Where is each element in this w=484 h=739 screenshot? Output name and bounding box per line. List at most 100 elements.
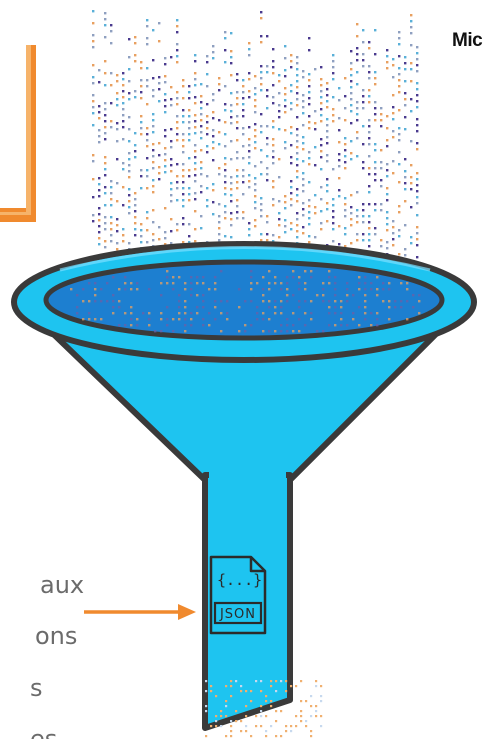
basin-particle (202, 324, 205, 327)
data-particle (176, 49, 179, 52)
data-particle (110, 24, 113, 27)
data-particle (200, 215, 203, 218)
basin-particle (148, 318, 151, 321)
data-particle (260, 11, 263, 14)
data-particle (128, 176, 131, 179)
basin-particle (358, 306, 361, 309)
data-particle (302, 214, 305, 217)
data-particle (302, 208, 305, 211)
data-particle (254, 207, 257, 210)
data-particle (320, 138, 323, 141)
data-particle (332, 66, 335, 69)
data-particle (98, 237, 101, 240)
data-particle (200, 167, 203, 170)
exit-particle (230, 735, 233, 738)
basin-particle (70, 288, 73, 291)
data-particle (302, 232, 305, 235)
data-particle (110, 198, 113, 201)
data-particle (308, 217, 311, 220)
data-particle (326, 88, 329, 91)
basin-particle (346, 288, 349, 291)
data-particle (194, 114, 197, 117)
basin-particle (316, 330, 319, 333)
data-particle (344, 203, 347, 206)
basin-particle (160, 312, 163, 315)
data-particle (374, 173, 377, 176)
data-particle (266, 71, 269, 74)
exit-particle (240, 685, 243, 688)
data-particle (248, 42, 251, 45)
json-braces: {...} (217, 571, 262, 589)
data-particle (116, 242, 119, 245)
data-particle (404, 254, 407, 257)
basin-particle (388, 306, 391, 309)
basin-particle (346, 294, 349, 297)
data-particle (128, 188, 131, 191)
basin-particle (310, 276, 313, 279)
data-particle (212, 183, 215, 186)
basin-particle (256, 282, 259, 285)
data-particle (254, 219, 257, 222)
data-particle (302, 106, 305, 109)
data-particle (374, 83, 377, 86)
data-particle (404, 98, 407, 101)
exit-particle (320, 715, 323, 718)
data-particle (392, 76, 395, 79)
data-particle (128, 98, 131, 101)
basin-particle (160, 282, 163, 285)
data-particle (308, 79, 311, 82)
basin-particle (310, 318, 313, 321)
data-particle (182, 217, 185, 220)
exit-particle (275, 735, 278, 738)
data-particle (332, 240, 335, 243)
data-particle (128, 68, 131, 71)
data-particle (356, 71, 359, 74)
data-particle (380, 113, 383, 116)
basin-particle (178, 306, 181, 309)
exit-particle (250, 735, 253, 738)
data-particle (344, 95, 347, 98)
data-particle (344, 143, 347, 146)
data-particle (338, 141, 341, 144)
data-particle (338, 159, 341, 162)
data-particle (356, 83, 359, 86)
data-particle (410, 26, 413, 29)
data-particle (146, 127, 149, 130)
exit-particle (280, 710, 283, 713)
data-particle (194, 84, 197, 87)
basin-particle (76, 294, 79, 297)
basin-particle (130, 288, 133, 291)
data-particle (404, 170, 407, 173)
basin-particle (418, 294, 421, 297)
data-particle (224, 31, 227, 34)
data-particle (350, 206, 353, 209)
data-particle (326, 178, 329, 181)
data-particle (230, 224, 233, 227)
data-particle (236, 175, 239, 178)
data-particle (398, 79, 401, 82)
data-particle (110, 30, 113, 33)
basin-particle (382, 300, 385, 303)
data-particle (104, 102, 107, 105)
data-particle (272, 60, 275, 63)
basin-particle (418, 312, 421, 315)
data-particle (410, 68, 413, 71)
data-particle (290, 180, 293, 183)
basin-particle (124, 282, 127, 285)
basin-particle (220, 330, 223, 333)
exit-particle (300, 710, 303, 713)
data-particle (152, 95, 155, 98)
basin-particle (280, 312, 283, 315)
data-particle (344, 245, 347, 248)
basin-particle (262, 318, 265, 321)
basin-particle (214, 306, 217, 309)
basin-particle (82, 318, 85, 321)
basin-particle (322, 288, 325, 291)
data-particle (368, 95, 371, 98)
data-particle (332, 114, 335, 117)
exit-particle (215, 720, 218, 723)
data-particle (374, 53, 377, 56)
data-particle (248, 138, 251, 141)
data-particle (206, 61, 209, 64)
data-particle (386, 223, 389, 226)
